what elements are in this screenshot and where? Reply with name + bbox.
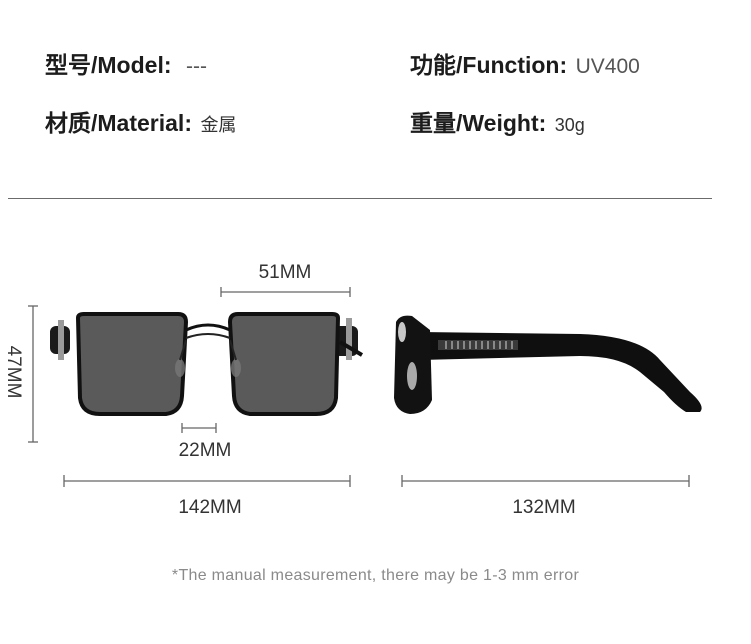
spec-model-value: --- <box>185 55 207 78</box>
temple-length-label: 132MM <box>512 497 575 518</box>
lens-width-label: 51MM <box>259 262 312 283</box>
dimension-lines <box>28 287 690 487</box>
lens-height-label: 47MM <box>3 346 24 399</box>
side-view <box>394 315 702 414</box>
left-lens <box>75 312 189 416</box>
spec-function-value: UV400 <box>575 55 640 78</box>
frame-width-label: 142MM <box>178 497 241 518</box>
spec-function: 功能/Function: UV400 <box>410 46 640 80</box>
bridge-label: 22MM <box>179 440 232 461</box>
bridge <box>185 323 231 332</box>
side-nose-pad <box>407 362 417 390</box>
spec-material-value: 金属 <box>200 115 237 135</box>
spec-weight-label: 重量/Weight: <box>410 110 547 136</box>
spec-material-label: 材质/Material: <box>45 110 192 136</box>
spec-material: 材质/Material: 金属 <box>45 104 236 138</box>
divider <box>8 198 712 199</box>
front-view <box>50 312 364 416</box>
spec-model: 型号/Model: --- <box>45 46 207 80</box>
nose-pad-left <box>175 359 185 377</box>
right-lens <box>227 312 341 416</box>
spec-function-label: 功能/Function: <box>410 52 568 78</box>
temple-arm <box>420 332 702 412</box>
spec-model-label: 型号/Model: <box>45 52 172 78</box>
spec-weight: 重量/Weight: 30g <box>410 104 585 138</box>
measurement-note: *The manual measurement, there may be 1-… <box>171 567 580 584</box>
nose-pad-right <box>231 359 241 377</box>
spec-weight-value: 30g <box>554 115 585 135</box>
